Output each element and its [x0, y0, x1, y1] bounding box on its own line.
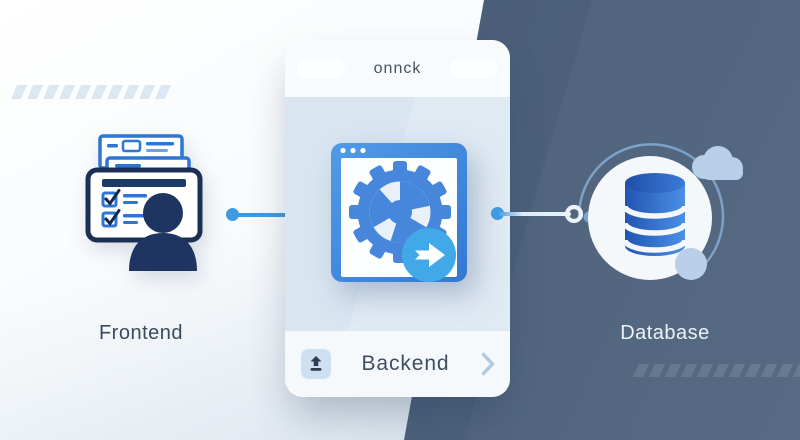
backend-card: onnck	[285, 40, 510, 397]
backend-label: Backend	[361, 351, 450, 375]
cloud-icon	[692, 146, 743, 180]
database-illustration	[564, 143, 743, 280]
connector-backend-database	[497, 212, 571, 216]
accent-circle	[675, 248, 707, 280]
arrow-right-icon	[402, 228, 456, 282]
user-silhouette-icon	[129, 193, 197, 271]
backend-card-body	[285, 97, 510, 330]
header-highlight	[450, 59, 498, 78]
frontend-illustration	[85, 134, 203, 271]
database-cylinder-icon	[622, 173, 688, 256]
connector-dot	[226, 208, 239, 221]
backend-button[interactable]: Backend	[285, 330, 510, 397]
stripe-decoration-bottom-right	[633, 364, 800, 377]
app-title: onnck	[373, 59, 422, 77]
stripe-decoration-top-left	[10, 85, 178, 99]
upload-chip[interactable]	[301, 348, 331, 379]
frontend-label: Frontend	[98, 322, 184, 344]
browser-window-icon	[331, 143, 467, 282]
orbit-arc	[577, 143, 725, 265]
header-highlight	[297, 59, 345, 78]
checklist-documents-icon	[85, 134, 203, 243]
backend-card-header: onnck	[285, 40, 510, 97]
connector-frontend-backend	[233, 213, 303, 217]
chevron-right-icon[interactable]	[480, 351, 496, 377]
database-label: Database	[620, 322, 710, 344]
connector-ring	[564, 204, 584, 224]
upload-icon	[310, 356, 322, 371]
